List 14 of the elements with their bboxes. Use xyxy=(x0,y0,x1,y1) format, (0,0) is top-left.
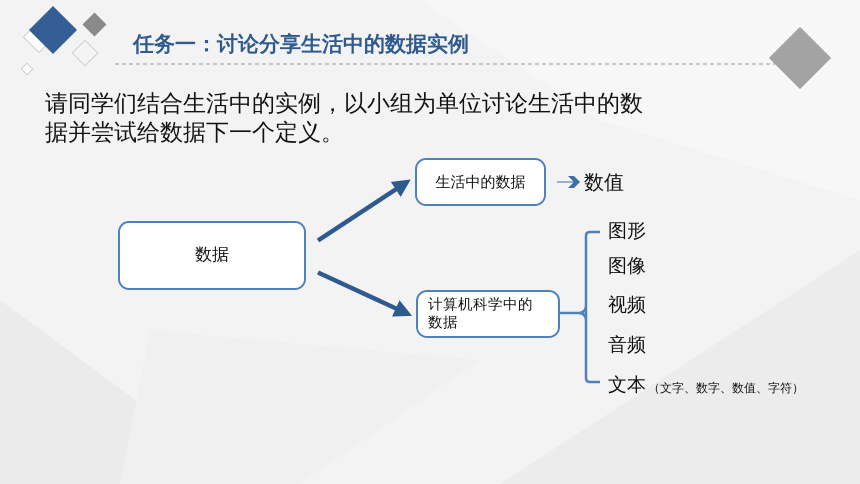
node-text: 数值 xyxy=(584,166,634,198)
list-item: 图形 xyxy=(608,219,646,244)
arrow xyxy=(317,270,412,317)
list-item: 文本 xyxy=(608,373,646,398)
process-box: 数据 xyxy=(118,221,306,290)
list-item: 图像 xyxy=(608,254,646,279)
title: 任务一：讨论分享生活中的数据实例 xyxy=(133,31,469,58)
process-box: 计算机科学中的数据 xyxy=(416,290,560,338)
note-text: （文字、数字、数值、字符） xyxy=(648,380,804,397)
process-box: 生活中的数据 xyxy=(415,158,546,206)
arrow xyxy=(316,180,411,242)
instruction-text: 请同学们结合生活中的实例，以小组为单位讨论生活中的数据并尝试给数据下一个定义。 xyxy=(45,90,644,148)
list-item: 视频 xyxy=(608,293,646,318)
list-item: 音频 xyxy=(608,333,646,358)
